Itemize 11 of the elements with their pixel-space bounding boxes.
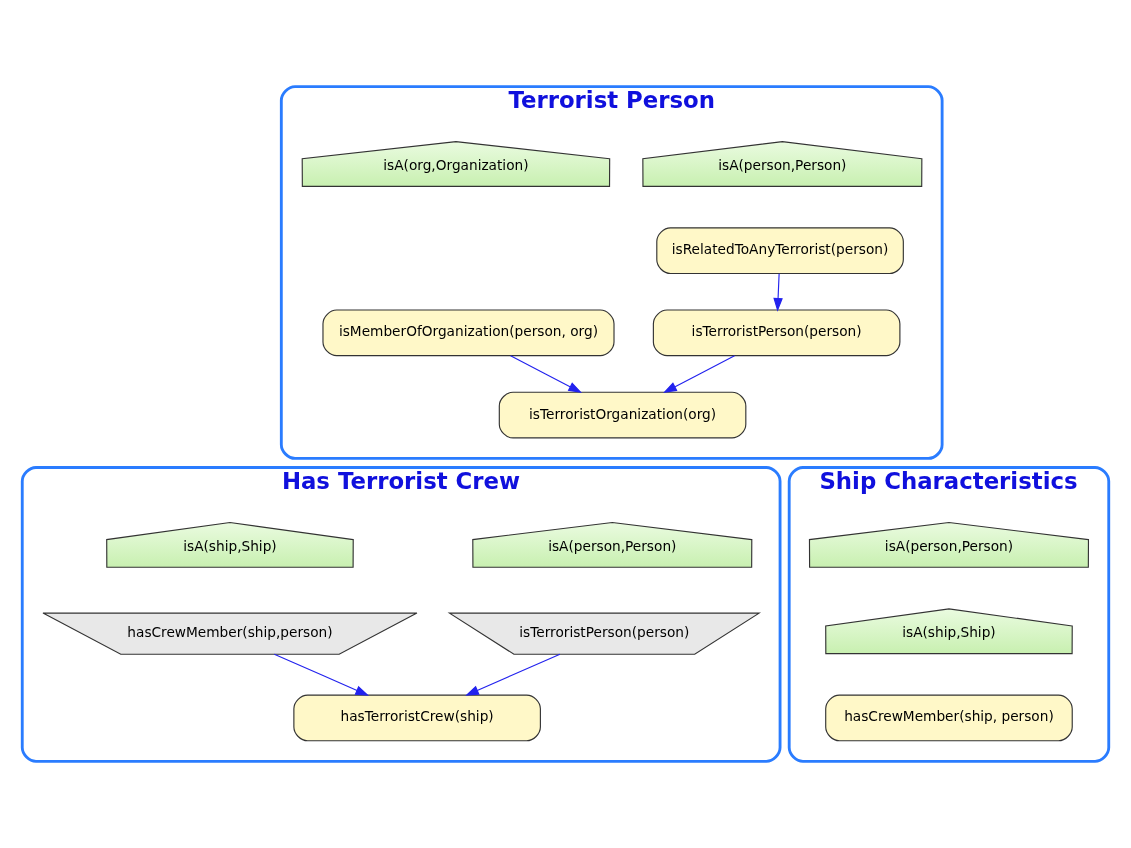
arrow <box>663 355 736 393</box>
arrow <box>273 653 370 696</box>
node-box: hasCrewMember(ship, person) <box>825 694 1073 742</box>
arrow <box>465 653 561 696</box>
node-box: hasTerroristCrew(ship) <box>293 694 541 742</box>
node-box: isTerroristPerson(person) <box>652 309 901 357</box>
arrow <box>773 273 783 312</box>
node-box: isTerroristOrganization(org) <box>498 391 747 439</box>
node-box: isRelatedToAnyTerrorist(person) <box>656 227 904 275</box>
node-box: isMemberOfOrganization(person, org) <box>322 309 615 357</box>
arrow <box>510 355 583 393</box>
